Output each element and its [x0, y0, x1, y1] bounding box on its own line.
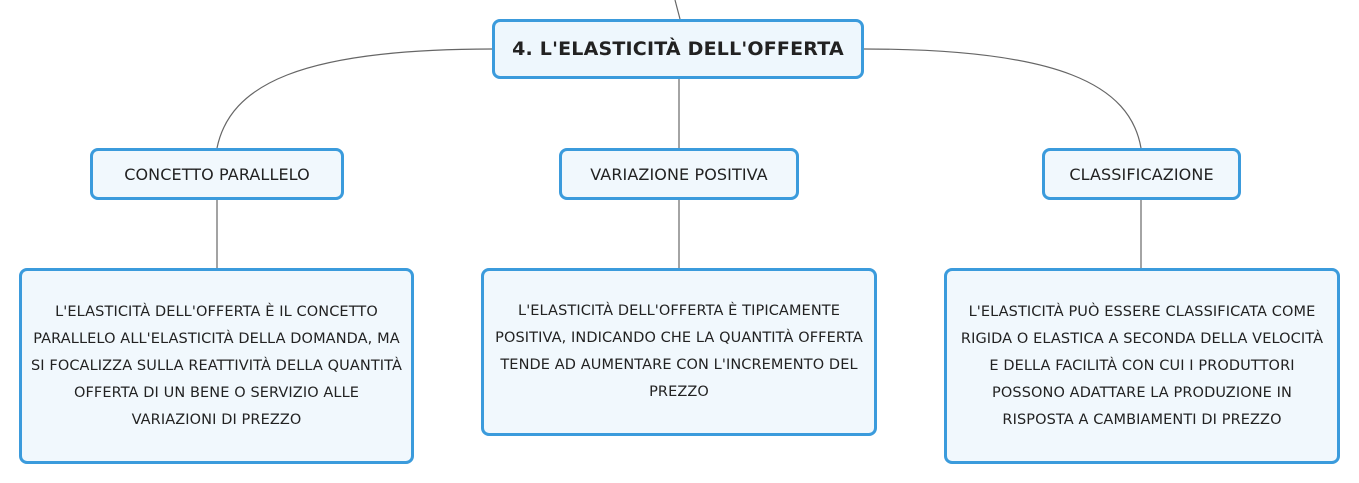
root-topic-label: 4. L'ELASTICITÀ DELL'OFFERTA — [512, 38, 844, 60]
branch-label: CONCETTO PARALLELO — [124, 164, 310, 184]
root-topic[interactable]: 4. L'ELASTICITÀ DELL'OFFERTA — [492, 19, 864, 79]
connector-root-to-branch-3 — [863, 48, 1142, 149]
detail-text: L'ELASTICITÀ PUÒ ESSERE CLASSIFICATA COM… — [960, 303, 1324, 428]
branch-variazione-positiva[interactable]: VARIAZIONE POSITIVA — [559, 148, 799, 200]
connector-parent-to-root — [674, 0, 681, 20]
detail-text: L'ELASTICITÀ DELL'OFFERTA È IL CONCETTO … — [30, 303, 402, 428]
detail-classificazione[interactable]: L'ELASTICITÀ PUÒ ESSERE CLASSIFICATA COM… — [944, 268, 1340, 464]
branch-label: CLASSIFICAZIONE — [1069, 164, 1214, 184]
detail-concetto-parallelo[interactable]: L'ELASTICITÀ DELL'OFFERTA È IL CONCETTO … — [19, 268, 414, 464]
branch-label: VARIAZIONE POSITIVA — [590, 164, 768, 184]
detail-text: L'ELASTICITÀ DELL'OFFERTA È TIPICAMENTE … — [495, 303, 863, 400]
detail-variazione-positiva[interactable]: L'ELASTICITÀ DELL'OFFERTA È TIPICAMENTE … — [481, 268, 877, 436]
connector-root-to-branch-1 — [216, 48, 493, 149]
branch-classificazione[interactable]: CLASSIFICAZIONE — [1042, 148, 1241, 200]
branch-concetto-parallelo[interactable]: CONCETTO PARALLELO — [90, 148, 344, 200]
